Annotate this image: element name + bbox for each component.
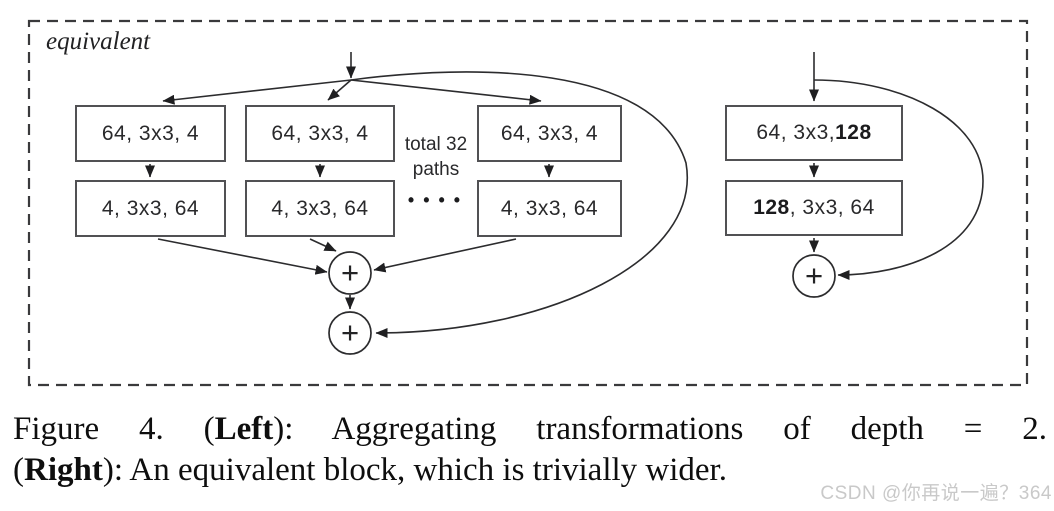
conv-box-path32-layer2: 4, 3x3, 64 — [477, 180, 622, 237]
conv-box-label: 4, 3x3, 64 — [101, 196, 200, 220]
conv-box-label: 4, 3x3, 64 — [271, 196, 369, 220]
arrow-fan-path2 — [327, 79, 352, 101]
conv-box-label: 64, 3x3, 4 — [101, 121, 200, 145]
conv-box-path2-layer2: 4, 3x3, 64 — [245, 180, 395, 237]
caption-segment: ( — [13, 452, 24, 488]
conv-box-path32-layer1: 64, 3x3, 4 — [477, 105, 622, 162]
dashed-border — [27, 19, 1029, 387]
ellipsis-dots: • • • • — [407, 190, 463, 210]
conv-box-right-layer1: 64, 3x3, 128 — [725, 105, 903, 161]
conv-box-path2-layer1: 64, 3x3, 4 — [245, 105, 395, 162]
plus-icon: + — [805, 258, 823, 293]
conv-box-label: 64, 3x3, 4 — [271, 121, 369, 145]
conv-box-path1-layer1: 64, 3x3, 4 — [75, 105, 226, 162]
arrow-path2-to-sum — [309, 238, 337, 252]
caption-line-2: (Right): An equivalent block, which is t… — [13, 450, 1047, 491]
total-paths-line1: total 32 — [404, 134, 468, 155]
skip-connection-right — [813, 79, 984, 280]
conv-box-label: 64, 3x3, 4 — [500, 121, 599, 145]
csdn-watermark: CSDN @你再说一遍？364 — [820, 483, 1052, 504]
conv-box-label: 4, 3x3, 64 — [500, 196, 599, 220]
total-paths-note: total 32 paths — [394, 132, 478, 182]
sum-circle-left-1 — [328, 251, 372, 295]
diagram-connectors: + + + — [27, 19, 1029, 387]
arrow-fan-path32 — [350, 79, 542, 105]
skip-connection-left — [350, 71, 689, 338]
arrow-fan-path1 — [162, 79, 352, 105]
arrow-path32-to-sum — [373, 238, 517, 273]
caption-line-1: Figure 4. (Left): Aggregating transforma… — [13, 409, 1047, 450]
conv-box-label: , 3x3, 64 — [789, 196, 875, 219]
figure-caption: Figure 4. (Left): Aggregating transforma… — [13, 409, 1047, 491]
caption-segment: Figure 4. ( — [13, 411, 215, 447]
caption-segment-bold: Left — [214, 411, 274, 447]
caption-segment-bold: Right — [24, 452, 103, 488]
sum-circle-left-2 — [328, 311, 372, 355]
total-paths-line2: paths — [412, 159, 460, 180]
caption-segment: ): An equivalent block, which is trivial… — [102, 452, 727, 488]
conv-box-label-bold: 128 — [835, 121, 872, 144]
equivalent-label: equivalent — [46, 28, 151, 55]
arrow-path1-to-sum — [157, 238, 328, 275]
plus-icon: + — [341, 315, 359, 350]
conv-box-path1-layer2: 4, 3x3, 64 — [75, 180, 226, 237]
caption-segment: ): Aggregating transformations of depth … — [273, 411, 1047, 447]
sum-circle-right — [792, 254, 836, 298]
plus-icon: + — [341, 255, 359, 290]
conv-box-right-layer2: 128, 3x3, 64 — [725, 180, 903, 236]
conv-box-label-bold: 128 — [753, 196, 790, 219]
conv-box-label: 64, 3x3, — [756, 121, 836, 144]
